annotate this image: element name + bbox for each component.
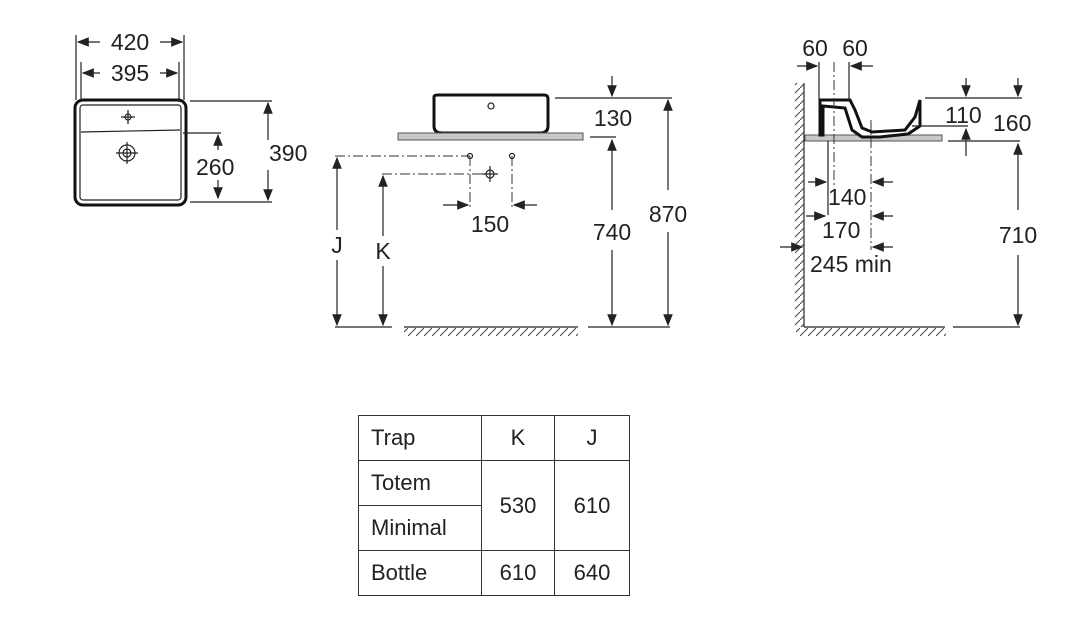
dim-420: 420 <box>111 29 149 55</box>
front-view: 150 J K 130 740 870 <box>331 76 687 336</box>
tap-hole-icon <box>121 110 135 124</box>
countertop-front <box>397 132 584 141</box>
top-view: 420 395 390 260 <box>73 29 307 207</box>
dim-390: 390 <box>269 140 307 166</box>
label-j: J <box>331 232 343 258</box>
basin-side <box>818 98 922 139</box>
side-view: 60 60 110 160 710 140 170 245 min <box>780 35 1037 336</box>
trap-table: Trap K J Totem 530 610 Minimal Bottle 61… <box>358 415 630 596</box>
dim-140: 140 <box>828 184 866 210</box>
table-row: Totem 530 610 <box>358 460 630 551</box>
dim-150: 150 <box>471 211 509 237</box>
label-k: K <box>375 238 391 264</box>
k-value: 610 <box>481 550 555 596</box>
dim-60-right: 60 <box>842 35 868 61</box>
floor-hatch <box>404 328 578 336</box>
dim-740: 740 <box>593 219 631 245</box>
dim-160: 160 <box>993 110 1031 136</box>
table-row: Minimal <box>358 505 630 551</box>
dim-110: 110 <box>945 102 982 128</box>
dim-870: 870 <box>649 201 687 227</box>
dim-170: 170 <box>822 217 860 243</box>
header-trap: Trap <box>358 415 482 461</box>
trap-name: Minimal <box>358 505 482 551</box>
dim-245-min: 245 min <box>810 251 892 277</box>
table-row: Bottle 610 640 <box>358 550 630 596</box>
dim-130: 130 <box>594 105 632 131</box>
trap-name: Bottle <box>358 550 482 596</box>
header-k: K <box>481 415 555 461</box>
dim-710: 710 <box>999 222 1037 248</box>
trap-point-icon <box>466 152 516 182</box>
k-value: 530 <box>481 460 555 551</box>
drain-icon <box>116 142 138 164</box>
j-value: 640 <box>554 550 630 596</box>
basin-front <box>432 93 550 135</box>
trap-name: Totem <box>358 460 482 506</box>
wall-hatch <box>795 83 804 327</box>
table-header-row: Trap K J <box>358 415 630 461</box>
dim-60-left: 60 <box>802 35 828 61</box>
j-value: 610 <box>554 460 630 551</box>
dim-395: 395 <box>111 60 149 86</box>
header-j: J <box>554 415 630 461</box>
dim-260: 260 <box>196 154 234 180</box>
